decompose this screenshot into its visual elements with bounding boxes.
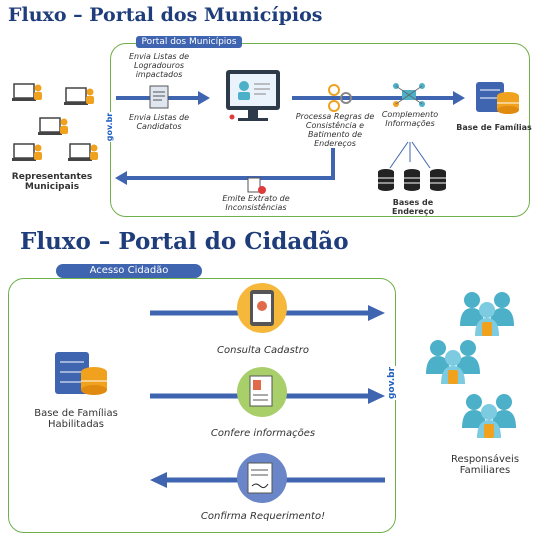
checklist-icon — [237, 367, 287, 417]
label-envia-logradouros: Envia Listas de Logradouros impactados — [128, 52, 190, 79]
label-confere: Confere informações — [210, 428, 316, 439]
label-confirma: Confirma Requerimento! — [200, 511, 326, 522]
phone-icon — [237, 283, 287, 333]
label-processa: Processa Regras de Consistência e Batime… — [295, 112, 375, 148]
responsaveis-icon — [426, 292, 516, 438]
label-emite: Emite Extrato de Inconsistências — [222, 194, 290, 212]
arrow-emite — [115, 148, 335, 185]
process-icon — [328, 84, 352, 112]
cidadao-container — [8, 278, 396, 533]
arrows-bases-enderecos — [389, 141, 431, 169]
signature-icon — [237, 453, 287, 503]
base-habilitadas-db-icon — [55, 352, 107, 395]
label-envia-candidatos: Envia Listas de Candidatos — [128, 113, 190, 131]
arrow-processa — [292, 91, 465, 105]
error-document-icon — [247, 177, 266, 194]
title-portal-municipios: Fluxo – Portal dos Municípios — [8, 4, 323, 26]
govbr-badge-bottom: gov.br — [387, 366, 400, 400]
label-bases-endereco: Bases de Endereço — [392, 198, 434, 216]
tab-portal-municipios: Portal dos Municípios — [136, 36, 242, 48]
label-base-habilitadas: Base de Famílias Habilitadas — [34, 408, 118, 430]
label-responsaveis: Responsáveis Familiares — [450, 454, 520, 476]
document-icon — [149, 85, 169, 109]
label-base-familias: Base de Famílias — [456, 123, 532, 132]
govbr-badge-top: gov.br — [105, 112, 117, 142]
label-complemento: Complemento Informações — [381, 110, 439, 128]
network-icon — [393, 83, 425, 107]
svg-text:gov.br: gov.br — [387, 366, 397, 399]
title-portal-cidadao: Fluxo – Portal do Cidadão — [20, 228, 349, 255]
base-familias-db-icon — [476, 82, 519, 114]
label-consulta: Consulta Cadastro — [217, 345, 309, 356]
monitor-icon — [226, 70, 280, 121]
bases-endereco-icon — [378, 169, 446, 191]
svg-text:gov.br: gov.br — [105, 113, 114, 142]
tab-acesso-cidadao: Acesso Cidadão — [56, 264, 202, 278]
label-representantes: Representantes Municipais — [11, 172, 93, 192]
representantes-icon — [12, 83, 98, 161]
